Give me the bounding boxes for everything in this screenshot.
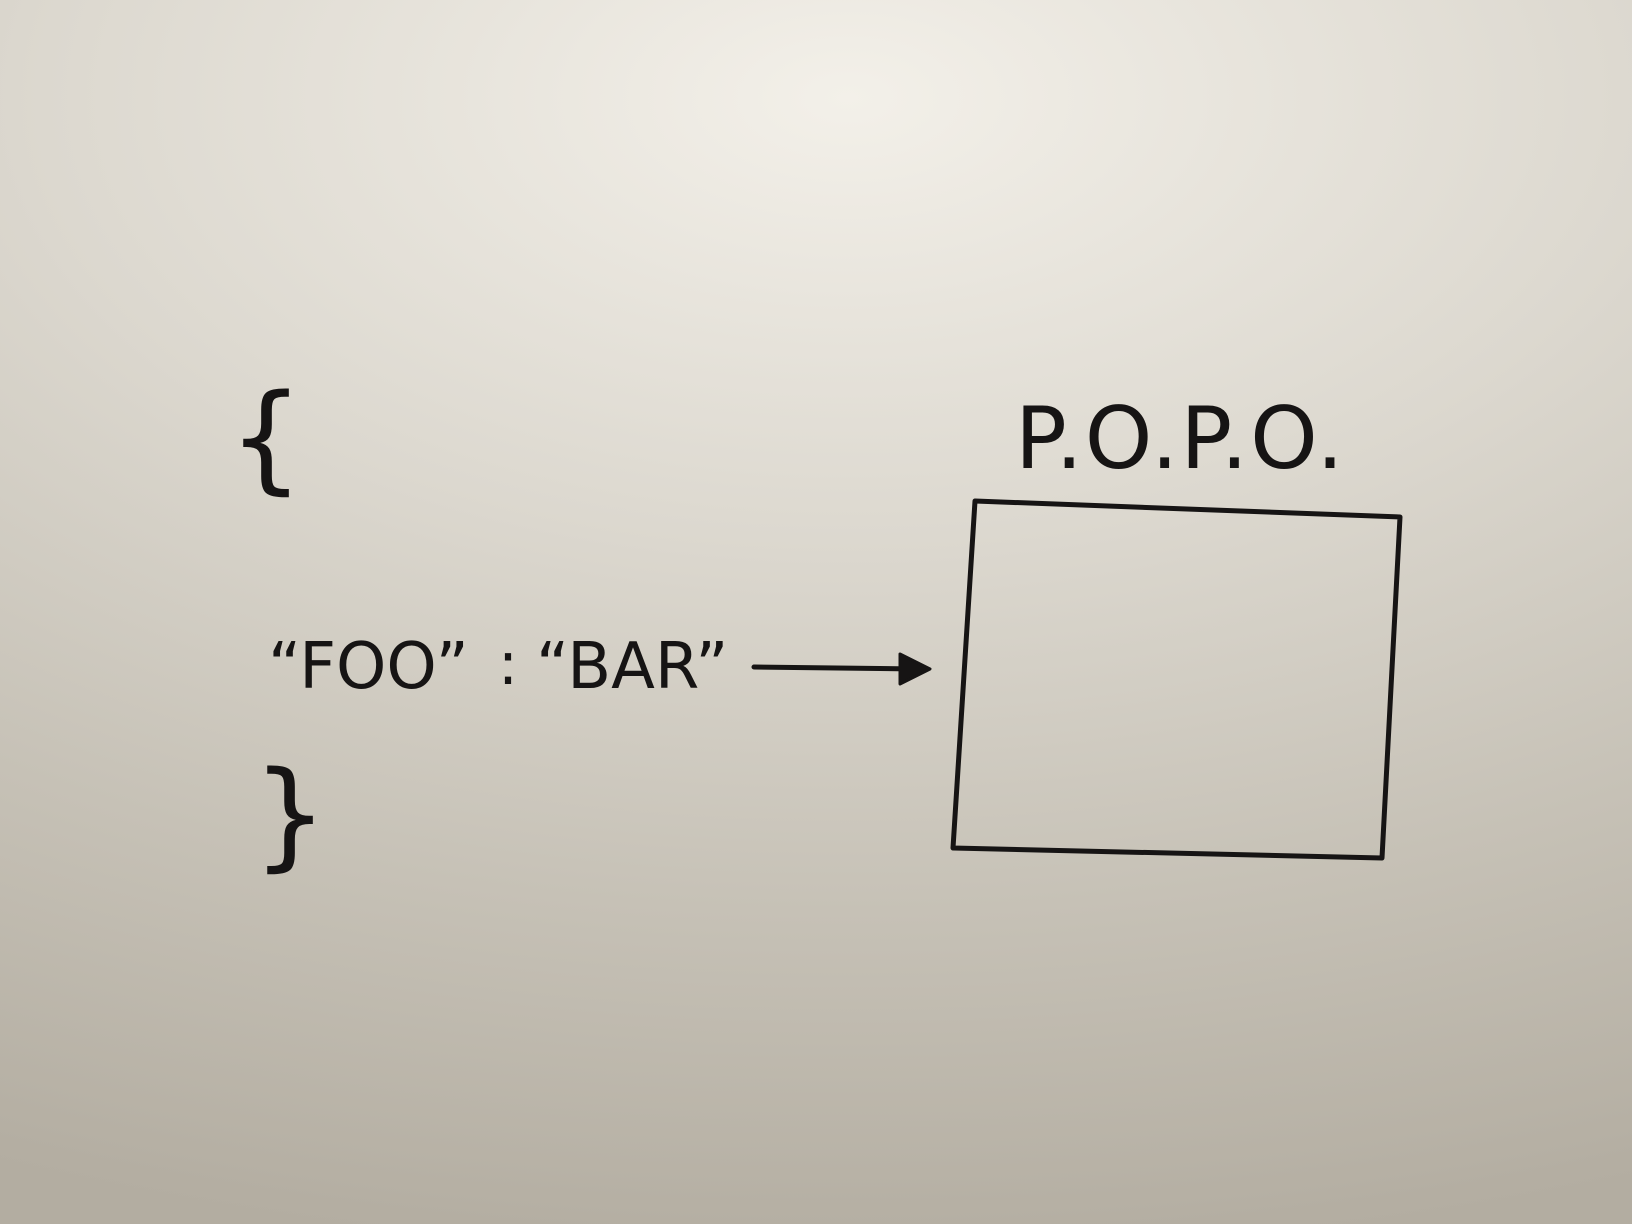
box-label: P.O.P.O. bbox=[1015, 389, 1346, 489]
json-key: “FOO” bbox=[268, 630, 469, 704]
arrow-head bbox=[898, 652, 932, 686]
close-brace: } bbox=[252, 745, 327, 883]
object-box bbox=[950, 498, 1403, 861]
json-separator: : bbox=[498, 629, 518, 699]
arrow-shaft bbox=[751, 664, 921, 672]
open-brace: { bbox=[228, 368, 303, 506]
arrow bbox=[751, 652, 932, 686]
json-value: “BAR” bbox=[536, 630, 728, 704]
